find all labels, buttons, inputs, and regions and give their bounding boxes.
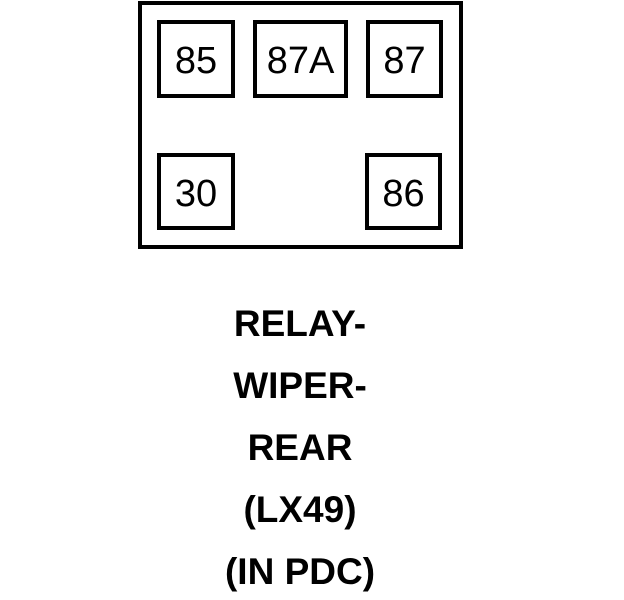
pin-box-87a: 87A [253,20,348,98]
caption-line-3: REAR [247,427,353,468]
pin-box-87: 87 [366,20,443,98]
caption-line-1: RELAY- [233,303,367,344]
caption-line-4: (LX49) [243,489,357,530]
pin-label-30: 30 [174,172,218,215]
caption-line-2: WIPER- [233,365,367,406]
relay-caption: RELAY- WIPER- REAR (LX49) (IN PDC) [138,293,462,600]
pin-label-86: 86 [382,172,425,215]
relay-outline-box: 85 87A 87 30 86 [138,1,463,249]
pin-box-85: 85 [157,20,235,98]
pin-box-86: 86 [365,153,442,230]
pin-label-85: 85 [174,40,218,82]
pin-label-87: 87 [383,40,426,82]
pin-label-87a: 87A [266,40,335,82]
pin-box-30: 30 [157,153,235,230]
caption-line-5: (IN PDC) [224,551,376,592]
